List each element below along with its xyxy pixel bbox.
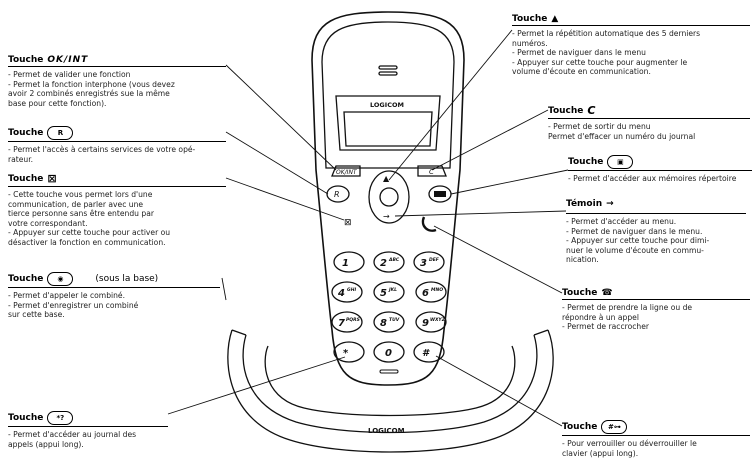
key-0[interactable]: 0 <box>385 348 392 359</box>
section-okint: Touche OK/INT - Permet de valider une fo… <box>8 55 226 108</box>
phone-base: LOGICOM <box>227 329 554 453</box>
section-body: - Permet d'accéder aux mémoires répertoi… <box>568 174 737 183</box>
key-1[interactable]: 1 <box>342 258 349 269</box>
page-key-icon: ◉ <box>47 272 74 286</box>
section-up: Touche ▲ - Permet la répétition automati… <box>512 14 750 77</box>
svg-text:PQRS: PQRS <box>346 317 360 323</box>
section-title: Touche OK/INT <box>8 55 226 67</box>
section-title: Touche ⊠ <box>8 172 226 187</box>
section-body: - Permet d'accéder au menu. - Permet de … <box>566 213 746 265</box>
keypad: 1 2 ABC 3 DEF 4 GHI 5 JKL 6 MNO 7 PQRS 8… <box>331 251 447 374</box>
mute-icon: ⊠ <box>47 172 57 185</box>
section-r: Touche R - Permet l'accès à certains ser… <box>8 126 226 164</box>
section-title: Touche R <box>8 126 226 142</box>
section-title: Touche *? <box>8 411 168 427</box>
section-book: Touche ▣ - Permet d'accéder aux mémoires… <box>568 155 752 184</box>
svg-text:MNO: MNO <box>431 287 443 293</box>
key-6[interactable]: 6 <box>422 288 429 299</box>
svg-text:DEF: DEF <box>429 257 440 263</box>
section-hash: Touche #⊶ - Pour verrouiller ou déverrou… <box>562 420 750 458</box>
okint-key-label: OK/INT <box>47 55 89 65</box>
svg-text:TUV: TUV <box>389 317 400 323</box>
phonebook-icon: ▣ <box>607 155 634 169</box>
talk-key-icon: ☎ <box>601 288 613 298</box>
c-key[interactable]: C <box>429 168 434 176</box>
talk-key[interactable] <box>421 216 437 232</box>
svg-text:JKL: JKL <box>388 287 397 293</box>
menu-arrow-icon: → <box>606 199 614 209</box>
section-mute: Touche ⊠ - Cette touche vous permet lors… <box>8 172 226 248</box>
base-logo: LOGICOM <box>368 427 405 435</box>
select-key[interactable] <box>379 187 399 207</box>
svg-text:→: → <box>383 212 390 221</box>
section-title: Touche ▲ <box>512 14 750 26</box>
section-body: - Permet la répétition automatique des 5… <box>512 29 701 77</box>
section-body: - Permet d'accéder au journal des appels… <box>8 430 137 449</box>
handset-logo: LOGICOM <box>370 101 404 109</box>
section-page: Touche ◉ (sous la base) - Permet d'appel… <box>8 272 220 320</box>
mute-key[interactable]: ⊠ <box>344 218 352 228</box>
up-nav-icon: ▲ <box>551 14 559 24</box>
section-title: Touche ☎ <box>562 288 750 300</box>
key-star[interactable]: * <box>343 348 349 359</box>
r-key-icon: R <box>47 126 74 140</box>
section-body: - Permet de prendre la ligne ou de répon… <box>562 303 693 332</box>
section-title: Touche ◉ (sous la base) <box>8 272 220 288</box>
svg-text:▲: ▲ <box>383 174 390 183</box>
okint-key[interactable]: OK/INT <box>336 169 358 176</box>
section-body: - Permet d'appeler le combiné. - Permet … <box>8 291 139 320</box>
star-key-icon: *? <box>47 411 74 425</box>
section-temoin: Témoin → - Permet d'accéder au menu. - P… <box>566 199 746 265</box>
handset: LOGICOM <box>311 11 465 386</box>
hash-key-icon: #⊶ <box>601 420 628 434</box>
section-body: - Permet l'accès à certains services de … <box>8 145 196 164</box>
section-c: Touche C - Permet de sortir du menu Perm… <box>548 104 750 141</box>
key-7[interactable]: 7 <box>338 318 345 329</box>
svg-text:ABC: ABC <box>388 257 400 263</box>
section-note: (sous la base) <box>95 274 159 284</box>
key-hash[interactable]: # <box>422 348 430 359</box>
r-key[interactable] <box>326 185 350 203</box>
key-8[interactable]: 8 <box>380 318 387 329</box>
c-key-label: C <box>587 104 597 117</box>
section-star: Touche *? - Permet d'accéder au journal … <box>8 411 168 449</box>
callout-lines <box>167 29 569 427</box>
svg-text:GHI: GHI <box>347 287 356 293</box>
section-title: Témoin → <box>566 199 614 209</box>
svg-text:R: R <box>334 190 340 199</box>
nav-area: OK/INT C ▲ → R ⊠ <box>326 165 452 232</box>
section-talk: Touche ☎ - Permet de prendre la ligne ou… <box>562 288 750 332</box>
section-title: Touche C <box>548 104 750 119</box>
key-4[interactable]: 4 <box>337 288 345 299</box>
section-title: Touche #⊶ <box>562 420 750 436</box>
section-title: Touche ▣ <box>568 155 752 171</box>
key-2[interactable]: 2 <box>380 258 387 269</box>
section-body: - Permet de valider une fonction - Perme… <box>8 70 175 108</box>
svg-text:WXYZ: WXYZ <box>430 317 446 323</box>
section-body: - Pour verrouiller ou déverrouiller le c… <box>562 439 697 458</box>
key-9[interactable]: 9 <box>422 318 429 329</box>
section-body: - Permet de sortir du menu Permet d'effa… <box>548 122 696 141</box>
key-5[interactable]: 5 <box>380 288 387 299</box>
section-body: - Cette touche vous permet lors d'une co… <box>8 190 171 247</box>
key-3[interactable]: 3 <box>420 258 427 269</box>
